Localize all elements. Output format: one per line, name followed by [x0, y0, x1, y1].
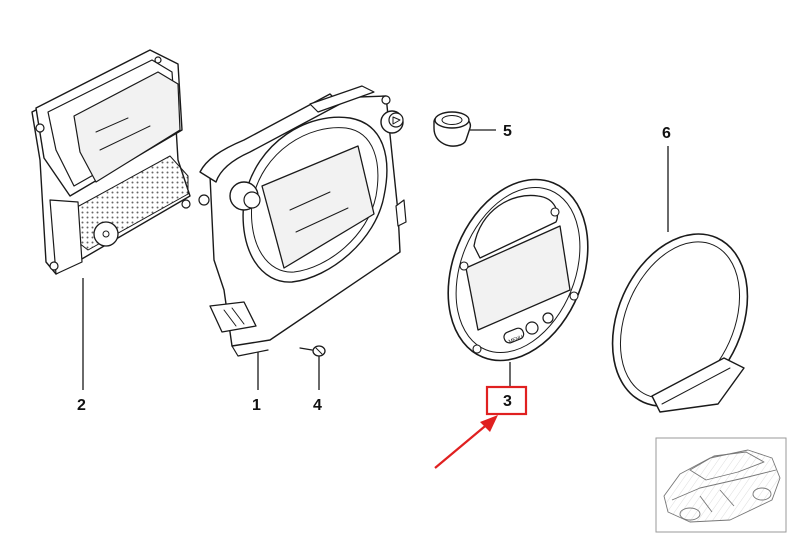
part-6-chrome-ring — [611, 233, 749, 413]
part-5-bushing — [433, 111, 472, 147]
highlight-arrow — [434, 415, 498, 469]
part-4-screw — [299, 345, 326, 357]
part-label-4: 4 — [313, 397, 322, 414]
vehicle-thumbnail — [655, 437, 787, 533]
part-label-1: 1 — [252, 397, 261, 414]
highlight-box — [485, 385, 528, 416]
menu-button-label: MENU — [508, 334, 524, 345]
part-label-3: 3 — [503, 393, 512, 410]
part-3-trim-bezel: MENU — [447, 178, 589, 362]
part-1-instrument-housing — [198, 85, 407, 357]
part-2-display-module — [31, 49, 191, 275]
part-label-6: 6 — [662, 125, 671, 142]
part-label-2: 2 — [77, 397, 86, 414]
leader-lines — [82, 129, 669, 390]
part-label-5: 5 — [503, 123, 512, 140]
